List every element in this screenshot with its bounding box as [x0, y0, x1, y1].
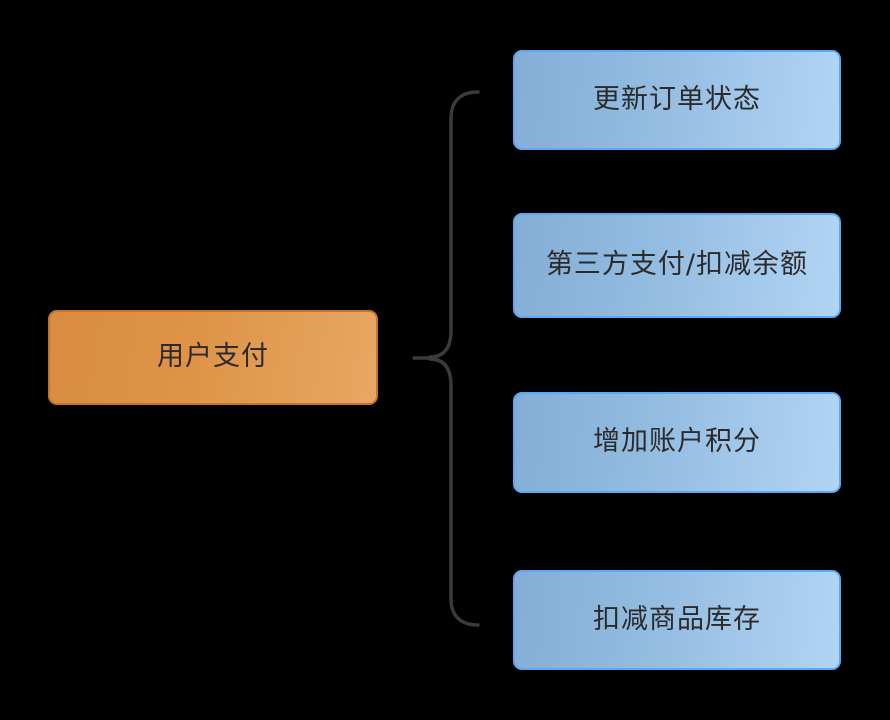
- node-update-order-status[interactable]: 更新订单状态: [513, 50, 841, 150]
- node-deduct-product-stock-label: 扣减商品库存: [593, 603, 761, 635]
- brace-lower-arm: [428, 357, 480, 627]
- node-user-payment[interactable]: 用户支付: [48, 310, 378, 405]
- node-user-payment-label: 用户支付: [157, 341, 269, 373]
- node-third-party-pay-deduct-balance-label: 第三方支付/扣减余额: [545, 249, 809, 281]
- node-deduct-product-stock[interactable]: 扣减商品库存: [513, 570, 841, 670]
- node-add-account-points-label: 增加账户积分: [593, 426, 761, 458]
- node-add-account-points[interactable]: 增加账户积分: [513, 392, 841, 493]
- node-third-party-pay-deduct-balance[interactable]: 第三方支付/扣减余额: [513, 213, 841, 318]
- brace-upper-arm: [428, 90, 480, 359]
- node-update-order-status-label: 更新订单状态: [593, 83, 761, 115]
